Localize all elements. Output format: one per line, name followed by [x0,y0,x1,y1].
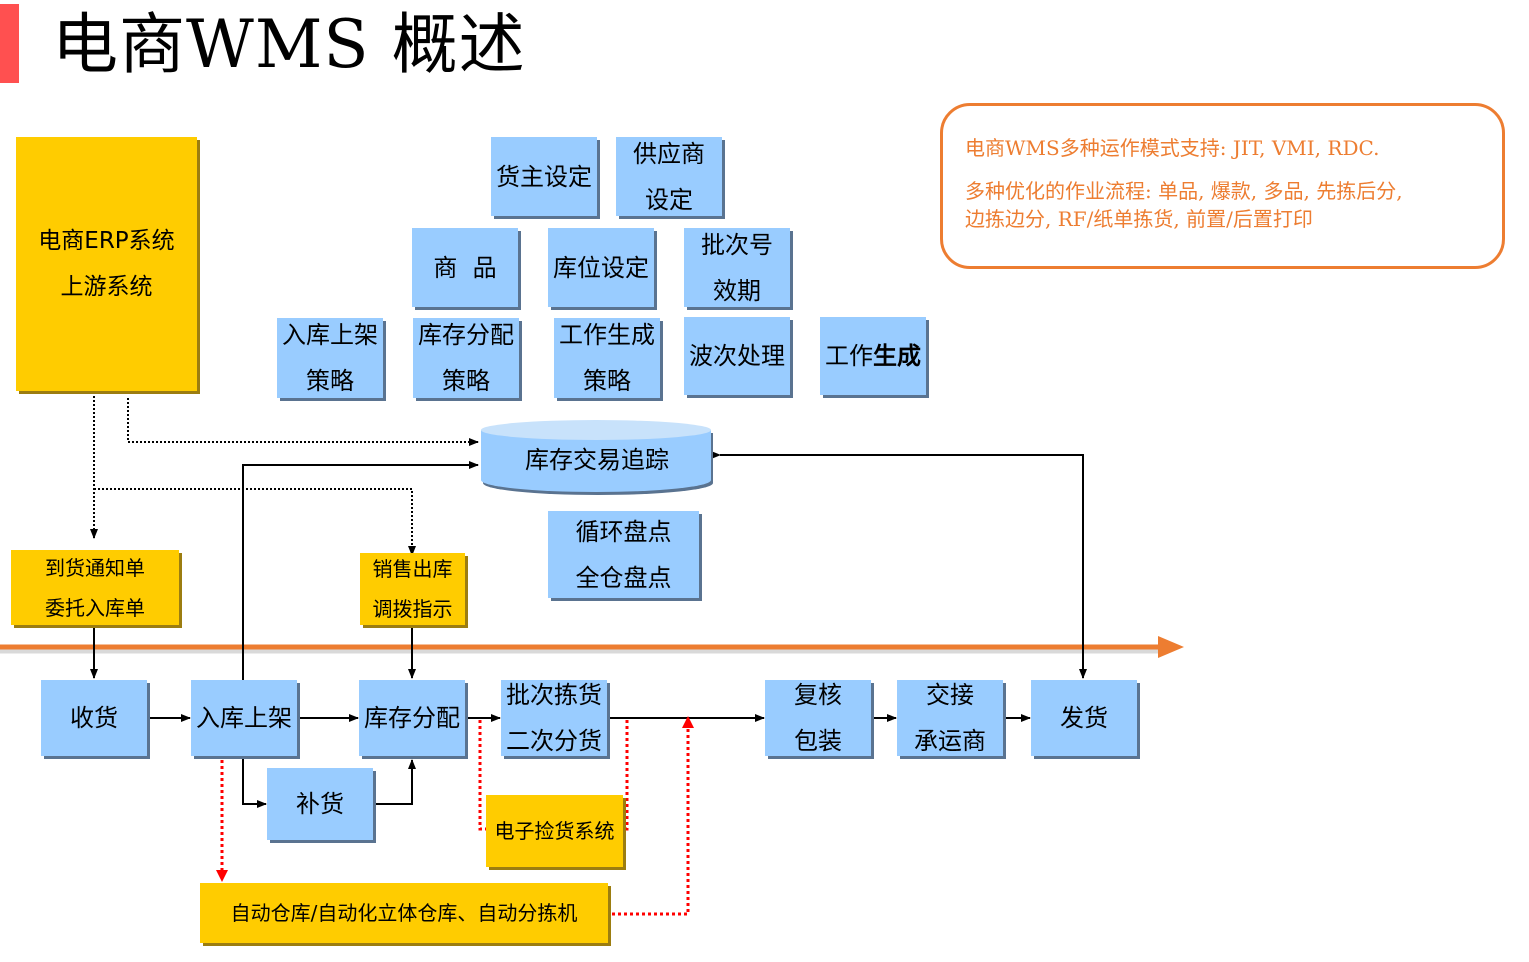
inbound-order-box: 到货通知单 委托入库单 [11,550,179,625]
outbound-order-box: 销售出库 调拨指示 [360,553,465,625]
feature-note: 电商WMS多种运作模式支持: JIT, VMI, RDC. 多种优化的作业流程:… [940,103,1505,269]
putaway-box: 入库上架 [191,680,297,756]
replenish-box: 补货 [267,768,373,840]
owner-setup-label: 货主设定 [496,162,592,191]
owner-setup-box: 货主设定 [491,137,597,216]
ship-box: 发货 [1031,680,1137,756]
lot-label: 批次号 [701,230,773,259]
dps-box: 电子捡货系统 [486,795,623,867]
allocate-label: 库存分配 [364,704,460,732]
full-count-label: 全仓盘点 [575,563,672,592]
supplier-setup-label-2: 设定 [645,185,693,214]
dps-right-link [623,720,629,831]
inventory-tracking-label: 库存交易追踪 [525,446,669,474]
work-strategy-label-1: 工作生成 [559,321,655,349]
carrier-handover-box: 交接 承运商 [897,680,1003,756]
allocation-strategy-label-1: 库存分配 [418,321,514,349]
arrival-notice-label: 到货通知单 [45,555,145,580]
erp-to-tracking-link [127,398,479,446]
dps-label: 电子捡货系统 [494,819,615,843]
allocation-strategy-label-2: 策略 [442,367,490,395]
handover-label: 交接 [926,681,974,709]
work-strategy-label-2: 策略 [583,367,631,395]
putaway-strategy-label-1: 入库上架 [282,321,378,349]
page-title: 电商WMS 概述 [52,6,526,83]
timeline-arrow [0,636,1184,658]
tracking-to-ship-link [711,451,1087,679]
receive-label: 收货 [70,704,118,732]
product-label: 商 品 [433,253,497,282]
title-accent-bar [0,4,19,83]
note-line-flows-2: 边拣边分, RF/纸单拣货, 前置/后置打印 [965,207,1313,231]
putaway-to-replenish-link [242,758,267,808]
wave-processing-label: 波次处理 [689,342,785,370]
ship-label: 发货 [1060,704,1108,732]
batch-pick-box: 批次拣货 二次分货 [501,680,607,756]
allocate-box: 库存分配 [359,680,465,756]
supplier-setup-box: 供应商 设定 [616,137,722,216]
work-generation-label-b: 生成 [873,342,921,370]
work-generation-label-a: 工作 [825,342,873,370]
supplier-setup-label-1: 供应商 [633,139,705,168]
work-generation-box: 工作生成 [820,317,926,395]
allocation-strategy-box: 库存分配 策略 [413,318,519,398]
asrs-to-flow-link [612,716,694,916]
transfer-instruction-label: 调拨指示 [372,597,453,621]
work-strategy-box: 工作生成 策略 [554,318,660,398]
cycle-count-label: 循环盘点 [575,517,672,546]
carrier-label: 承运商 [914,727,986,755]
lot-expiry-box: 批次号 效期 [684,228,790,307]
location-setup-box: 库位设定 [548,228,654,307]
putaway-strategy-box: 入库上架 策略 [277,318,383,398]
erp-system-box: 电商ERP系统 上游系统 [16,137,197,391]
location-setup-label: 库位设定 [553,253,649,282]
consignment-inbound-label: 委托入库单 [45,595,145,620]
inventory-tracking-db [481,420,713,495]
erp-to-outbound-link [94,488,416,556]
putaway-to-tracking-link [242,461,479,680]
check-pack-box: 复核 包装 [765,680,871,756]
wave-processing-box: 波次处理 [684,317,790,395]
expiry-label: 效期 [713,276,761,305]
upstream-system-label: 上游系统 [60,274,153,300]
erp-system-label: 电商ERP系统 [38,228,175,254]
putaway-label: 入库上架 [196,704,292,732]
batch-pick-label: 批次拣货 [506,681,602,709]
secondary-sort-label: 二次分货 [506,727,602,755]
note-line-flows-1: 多种优化的作业流程: 单品, 爆款, 多品, 先拣后分, [965,179,1403,203]
asrs-box: 自动仓库/自动化立体仓库、自动分拣机 [200,883,608,943]
asrs-label: 自动仓库/自动化立体仓库、自动分拣机 [230,901,578,925]
work-generation-label: 工作生成 [825,333,921,379]
sales-outbound-label: 销售出库 [372,557,453,581]
check-label: 复核 [794,681,842,709]
replenish-to-allocate-link [374,759,416,805]
pack-label: 包装 [794,727,842,755]
cycle-count-box: 循环盘点 全仓盘点 [548,511,699,598]
replenish-label: 补货 [296,790,344,818]
putaway-strategy-label-2: 策略 [306,367,354,395]
dps-left-link [478,720,486,831]
product-box: 商 品 [412,228,518,307]
note-line-modes: 电商WMS多种运作模式支持: JIT, VMI, RDC. [965,136,1380,160]
receive-box: 收货 [41,680,147,756]
